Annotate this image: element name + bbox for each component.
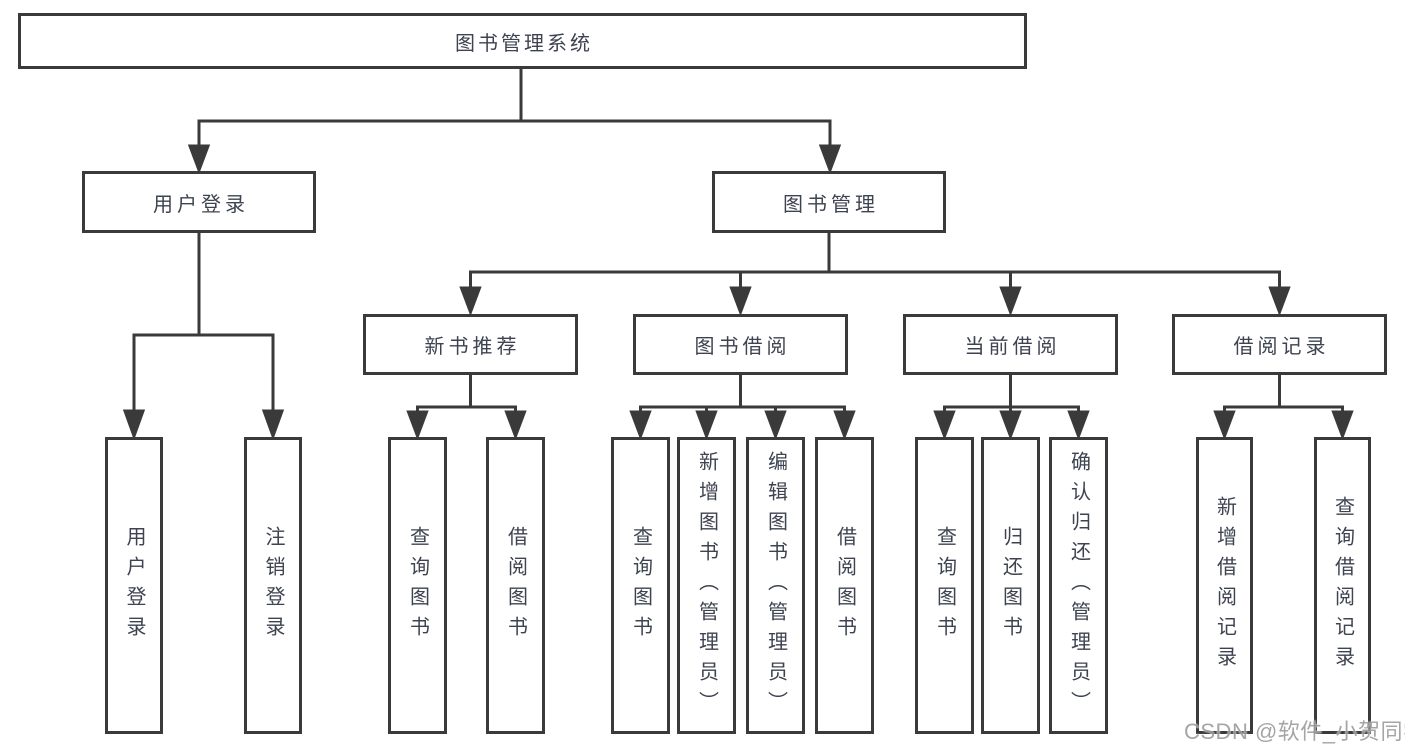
leaf-borrow-books-borrowing-label: 借阅图书 [833,525,856,646]
leaf-query-borrow-record: 查询借阅记录 [1314,437,1371,734]
node-root-label: 图书管理系统 [455,32,593,55]
leaf-borrow-books-recommend-label: 借阅图书 [504,525,527,646]
leaf-edit-book-admin: 编辑图书（管理员） [746,437,805,734]
leaf-borrow-books-borrowing: 借阅图书 [815,437,874,734]
leaf-query-books-recommend: 查询图书 [388,437,447,734]
node-user-login: 用户登录 [82,171,316,233]
leaf-return-books-label: 归还图书 [999,525,1022,646]
node-current-borrowing: 当前借阅 [903,314,1118,375]
leaf-user-login-label: 用户登录 [123,525,145,646]
leaf-logout: 注销登录 [244,437,302,734]
leaf-query-books-current-label: 查询图书 [933,525,956,646]
node-borrowing-records-label: 借阅记录 [1233,336,1330,358]
node-borrowing-records: 借阅记录 [1172,314,1387,375]
leaf-add-book-admin-label: 新增图书（管理员） [695,450,718,721]
node-new-book-recommend: 新书推荐 [363,314,578,375]
leaf-query-borrow-record-label: 查询借阅记录 [1331,495,1354,676]
watermark-text: CSDN @软件_小贺同学 [1184,719,1405,744]
leaf-query-books-current: 查询图书 [915,437,974,734]
node-new-book-recommend-label: 新书推荐 [424,336,521,358]
node-book-borrowing: 图书借阅 [633,314,848,375]
leaf-logout-label: 注销登录 [262,525,284,646]
leaf-query-books-recommend-label: 查询图书 [406,525,429,646]
leaf-add-book-admin: 新增图书（管理员） [677,437,736,734]
node-user-login-label: 用户登录 [153,193,249,216]
leaf-query-books-borrowing: 查询图书 [611,437,670,734]
leaf-confirm-return-admin: 确认归还（管理员） [1049,437,1108,734]
node-book-management: 图书管理 [712,171,946,233]
leaf-confirm-return-admin-label: 确认归还（管理员） [1067,450,1090,721]
leaf-edit-book-admin-label: 编辑图书（管理员） [764,450,787,721]
leaf-borrow-books-recommend: 借阅图书 [486,437,545,734]
node-root: 图书管理系统 [18,13,1027,69]
node-book-borrowing-label: 图书借阅 [694,336,791,358]
node-current-borrowing-label: 当前借阅 [964,336,1061,358]
node-book-management-label: 图书管理 [783,193,879,216]
leaf-add-borrow-record-label: 新增借阅记录 [1213,495,1236,676]
leaf-query-books-borrowing-label: 查询图书 [629,525,652,646]
leaf-user-login: 用户登录 [105,437,163,734]
leaf-return-books: 归还图书 [981,437,1040,734]
leaf-add-borrow-record: 新增借阅记录 [1196,437,1253,734]
